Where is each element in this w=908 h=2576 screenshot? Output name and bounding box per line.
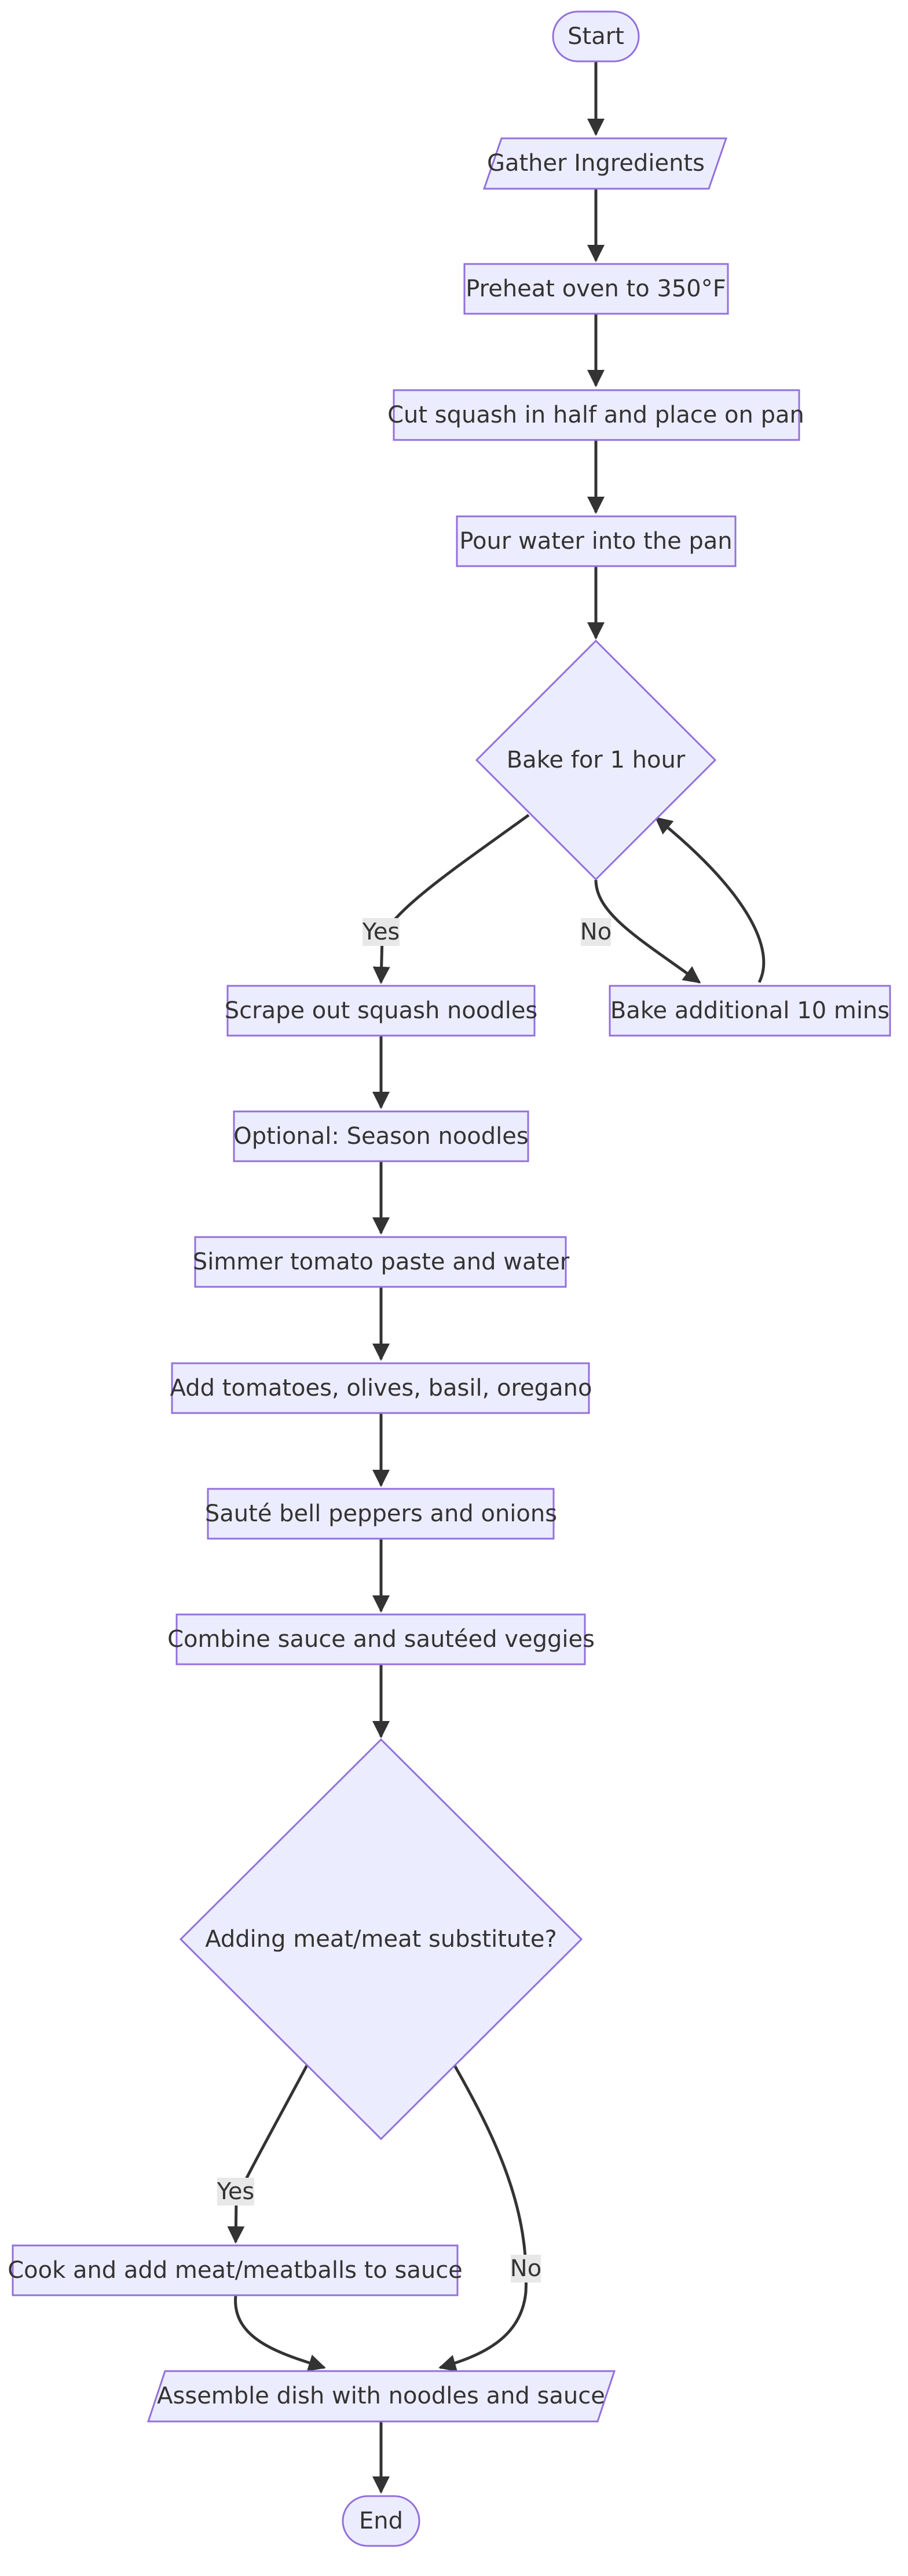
node-end: End [342, 2495, 420, 2547]
edge-meatq-assemble [438, 2064, 528, 2372]
node-bake-additional: Bake additional 10 mins [609, 985, 891, 1037]
node-pour-water: Pour water into the pan [456, 515, 737, 567]
edge-meatq-cookmeat [227, 2064, 309, 2244]
node-start: Start [552, 10, 640, 63]
node-preheat-oven: Preheat oven to 350°F [463, 263, 729, 315]
node-label: Adding meat/meat substitute? [205, 1926, 557, 1953]
edge-label-text: Yes [362, 919, 400, 945]
edge-bake-bakemore [594, 879, 701, 984]
node-add-tomatoes: Add tomatoes, olives, basil, oregano [170, 1362, 592, 1414]
node-label: Optional: Season noodles [233, 1123, 528, 1150]
node-bake-decision: Bake for 1 hour [475, 639, 717, 881]
node-label: Cut squash in half and place on pan [387, 402, 804, 428]
edge-label-meat-yes: Yes [217, 2178, 255, 2206]
node-cut-squash: Cut squash in half and place on pan [387, 389, 804, 441]
node-simmer-sauce: Simmer tomato paste and water [193, 1236, 570, 1288]
node-label: Combine sauce and sautéed veggies [167, 1626, 595, 1653]
node-scrape-noodles: Scrape out squash noodles [225, 985, 538, 1037]
node-label: Bake additional 10 mins [610, 997, 889, 1024]
edge-label-text: No [510, 2255, 541, 2282]
edge-label-bake-yes: Yes [362, 918, 400, 946]
nodes: Start Gather Ingredients Preheat oven to… [8, 10, 891, 2547]
node-label: Preheat oven to 350°F [466, 276, 726, 302]
node-assemble-dish: Assemble dish with noodles and sauce [147, 2370, 616, 2423]
edge-label-text: Yes [217, 2178, 255, 2205]
edge-label-text: No [580, 919, 612, 945]
edge-cookmeat-assemble [234, 2295, 326, 2372]
edges [227, 62, 766, 2494]
edge-label-bake-no: No [580, 918, 612, 946]
node-label: Add tomatoes, olives, basil, oregano [170, 1375, 592, 1401]
node-cook-meat: Cook and add meat/meatballs to sauce [8, 2244, 463, 2296]
node-combine-sauce: Combine sauce and sautéed veggies [167, 1613, 595, 1665]
edge-labels: Yes No Yes No [217, 918, 612, 2283]
node-label: Assemble dish with noodles and sauce [157, 2383, 605, 2409]
node-label: Sauté bell peppers and onions [205, 1500, 557, 1527]
edge-label-meat-no: No [510, 2255, 541, 2283]
node-label: Gather Ingredients [487, 150, 705, 177]
node-label: Scrape out squash noodles [225, 997, 538, 1024]
node-label: Pour water into the pan [459, 528, 732, 555]
node-saute-veggies: Sauté bell peppers and onions [205, 1488, 557, 1540]
node-meat-decision: Adding meat/meat substitute? [179, 1738, 583, 2141]
node-label: Cook and add meat/meatballs to sauce [8, 2257, 463, 2284]
node-label: End [359, 2508, 403, 2534]
node-label: Simmer tomato paste and water [193, 1249, 570, 1275]
node-label: Start [568, 23, 624, 50]
node-gather-ingredients: Gather Ingredients [482, 137, 728, 190]
edge-bake-scrape [372, 813, 530, 984]
node-label: Bake for 1 hour [507, 747, 686, 773]
edge-bakemore-bake [654, 817, 766, 984]
node-season-noodles: Optional: Season noodles [233, 1110, 529, 1162]
